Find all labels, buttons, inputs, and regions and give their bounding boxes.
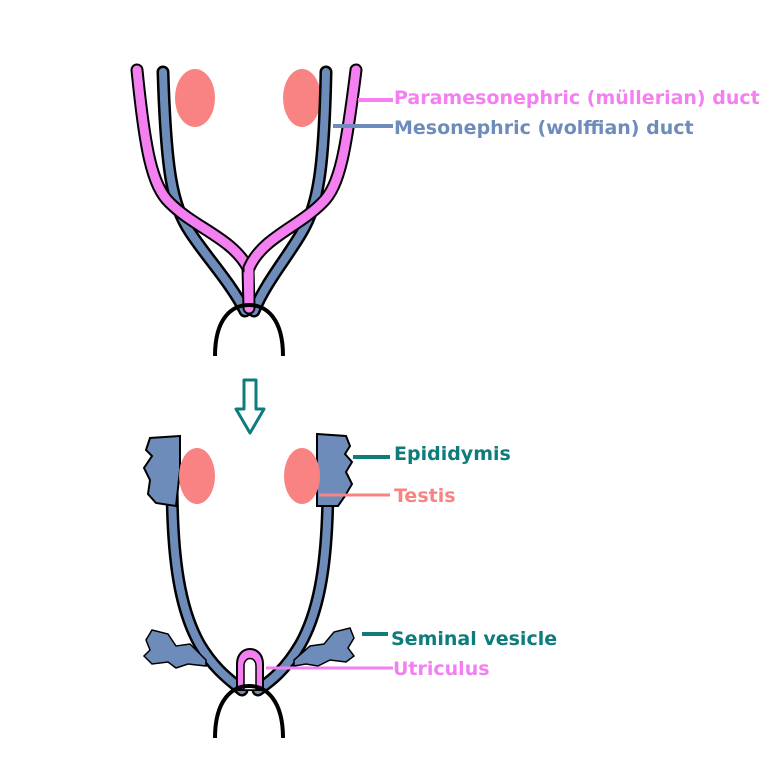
male-stage: Epididymis Testis Seminal vesicle Utricu… <box>142 432 557 739</box>
epididymis-left <box>142 434 181 508</box>
down-arrow-icon <box>234 378 266 435</box>
urogenital-sinus-bottom <box>213 683 285 739</box>
gonad-right <box>283 69 321 127</box>
seminal-vesicle-right <box>293 627 356 667</box>
indifferent-stage: Paramesonephric (müllerian) duct Mesonep… <box>130 63 760 357</box>
seminal-vesicle-left <box>142 629 207 669</box>
paramesonephric-label: Paramesonephric (müllerian) duct <box>394 87 760 109</box>
utriculus-label: Utriculus <box>393 658 490 680</box>
gonad-left <box>175 69 215 127</box>
seminal-vesicle-label: Seminal vesicle <box>391 628 557 650</box>
epididymis-label: Epididymis <box>394 443 511 465</box>
testis-label: Testis <box>394 485 456 507</box>
testis-left <box>179 448 215 504</box>
epididymis-right <box>316 432 354 507</box>
mesonephric-label: Mesonephric (wolffian) duct <box>394 117 694 139</box>
testis-right <box>284 448 320 504</box>
urogenital-sinus-top <box>213 302 285 357</box>
